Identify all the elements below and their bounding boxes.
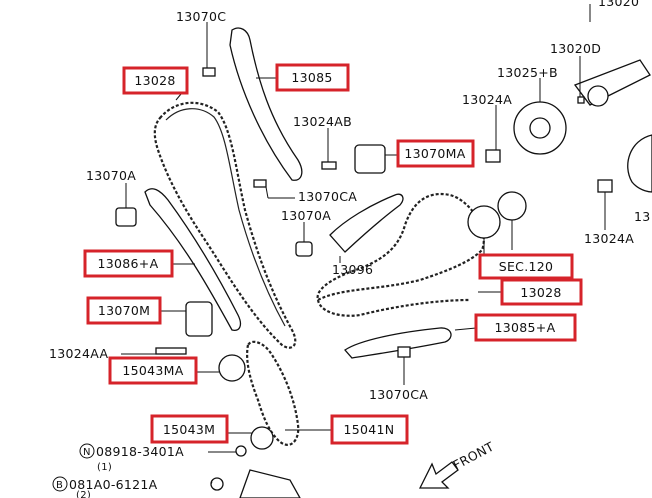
callout-text: 13085+A bbox=[495, 320, 556, 335]
bolt-13070c bbox=[202, 67, 216, 77]
label-081a0-group: B 081A0-6121A (2) bbox=[52, 476, 158, 498]
callout-13070ma: 13070MA bbox=[396, 139, 475, 168]
callout-text: 13028 bbox=[134, 73, 175, 88]
label-13024ab: 13024AB bbox=[293, 114, 352, 129]
primary-timing-chain-inner bbox=[165, 108, 286, 327]
callout-13028-top: 13028 bbox=[122, 66, 189, 95]
b-circle-icon bbox=[52, 476, 68, 492]
callout-text: 15043M bbox=[163, 422, 215, 437]
drawing bbox=[115, 27, 652, 498]
label-13-right: 13 bbox=[634, 209, 651, 224]
callout-15041n: 15041N bbox=[330, 414, 409, 445]
slack-guide bbox=[144, 188, 242, 331]
callout-text: SEC.120 bbox=[499, 259, 554, 274]
callout-text: 13070MA bbox=[404, 146, 465, 161]
bolt-13020d bbox=[577, 96, 585, 104]
label-13024a-right: 13024A bbox=[584, 231, 634, 246]
label-13070c: 13070C bbox=[176, 9, 226, 24]
bolt-081a0 bbox=[210, 477, 224, 491]
crank-sprocket bbox=[250, 426, 274, 450]
oil-pump-sprocket bbox=[218, 354, 246, 382]
n-symbol: N bbox=[83, 447, 91, 458]
bolt-13024a-right bbox=[597, 179, 613, 193]
label-13024aa: 13024AA bbox=[49, 346, 108, 361]
callout-text: 13085 bbox=[291, 70, 332, 85]
callout-13070m: 13070M bbox=[86, 296, 162, 325]
bolt-13070ca bbox=[253, 179, 267, 188]
sprocket-right-edge bbox=[627, 134, 652, 193]
chain-guide-middle bbox=[329, 193, 404, 253]
front-indicator: FRONT bbox=[418, 439, 496, 489]
bolt-13070ca-bottom bbox=[397, 346, 411, 358]
label-13096: 13096 bbox=[332, 262, 373, 277]
label-13070a-mid: 13070A bbox=[281, 208, 331, 223]
callout-text: 13028 bbox=[520, 285, 561, 300]
front-label: FRONT bbox=[450, 439, 496, 473]
bolt-13024a bbox=[485, 149, 501, 163]
secondary-timing-chain bbox=[316, 192, 485, 317]
label-13020d: 13020D bbox=[550, 41, 601, 56]
lower-timing-chain bbox=[246, 340, 300, 446]
camshaft-end bbox=[587, 85, 609, 107]
tensioner-13070ma bbox=[354, 144, 386, 174]
nut-08918 bbox=[235, 445, 247, 457]
callout-text: 13070M bbox=[98, 303, 150, 318]
label-13025b: 13025+B bbox=[497, 65, 558, 80]
label-081a0-qty: (2) bbox=[76, 490, 91, 498]
tension-guide-lower bbox=[344, 327, 452, 359]
front-arrow-icon bbox=[418, 461, 459, 489]
label-08918-group: N 08918-3401A (1) bbox=[79, 443, 184, 473]
label-08918: 08918-3401A bbox=[96, 444, 184, 459]
tensioner-13070m bbox=[185, 301, 213, 337]
cover-fragment bbox=[239, 469, 301, 498]
bolt-13024aa bbox=[155, 347, 187, 355]
plug-13070a-left bbox=[115, 207, 137, 227]
idler-sprocket-b bbox=[497, 191, 527, 221]
label-13070ca-bottom: 13070CA bbox=[369, 387, 428, 402]
b-symbol: B bbox=[56, 480, 63, 491]
camshaft bbox=[573, 59, 651, 106]
callout-13085a: 13085+A bbox=[474, 313, 577, 342]
label-081a0: 081A0-6121A bbox=[69, 477, 158, 492]
label-13070a-left: 13070A bbox=[86, 168, 136, 183]
label-13024a-top: 13024A bbox=[462, 92, 512, 107]
idler-sprocket-a bbox=[467, 205, 501, 239]
bolt-13024ab bbox=[321, 161, 337, 170]
label-13020: 13020 bbox=[598, 0, 639, 9]
callout-text: 15041N bbox=[344, 422, 395, 437]
part-labels: 13070C 13020 13020D 13025+B 13024A 13024… bbox=[49, 0, 651, 498]
callout-15043ma: 15043MA bbox=[108, 356, 198, 385]
tension-guide-upper bbox=[229, 27, 303, 181]
callout-sec120: SEC.120 bbox=[478, 253, 574, 280]
callout-text: 15043MA bbox=[122, 363, 183, 378]
primary-timing-chain bbox=[153, 101, 297, 349]
label-08918-qty: (1) bbox=[97, 462, 112, 473]
callout-13085: 13085 bbox=[275, 63, 350, 92]
plug-13070a-mid bbox=[295, 241, 313, 257]
callout-13086a: 13086+A bbox=[83, 249, 174, 278]
camshaft-sprocket-hub bbox=[529, 117, 551, 139]
n-circle-icon bbox=[79, 443, 95, 459]
callout-text: 13086+A bbox=[98, 256, 159, 271]
callout-15043m: 15043M bbox=[150, 414, 229, 444]
callout-13028-right: 13028 bbox=[500, 278, 583, 306]
label-13070ca-top: 13070CA bbox=[298, 189, 357, 204]
